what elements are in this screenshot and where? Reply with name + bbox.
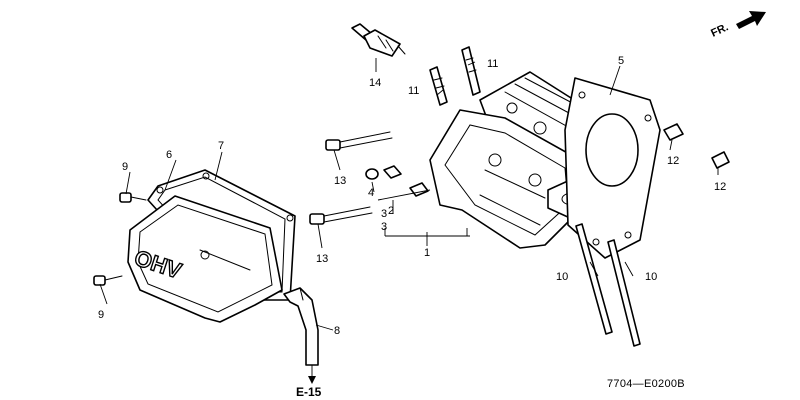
- front-direction-indicator: FR.: [709, 11, 766, 40]
- cap-upper: [663, 123, 684, 141]
- callout-10b: 10: [645, 271, 657, 283]
- callout-9b: 9: [98, 309, 104, 321]
- callout-10a: 10: [556, 271, 568, 283]
- callout-11b: 11: [487, 58, 498, 70]
- cap-lower: [711, 151, 730, 169]
- diagram-code: 7704—E0200B: [607, 378, 685, 390]
- push-rod-right: [607, 239, 641, 347]
- rocker-cover: OHV: [127, 195, 283, 323]
- leader-lines: [99, 58, 719, 331]
- dowel-pin-lower: [409, 182, 429, 197]
- reference-label: E-15: [296, 385, 322, 399]
- o-ring: [365, 168, 379, 180]
- callout-3a: 3: [381, 208, 387, 220]
- callout-13a: 13: [334, 175, 346, 187]
- stud-bolt-right: [461, 46, 481, 96]
- breather-tube: [283, 287, 319, 384]
- callout-6: 6: [166, 149, 172, 161]
- cover-bolt-upper: [119, 192, 147, 203]
- push-rod-left: [575, 223, 613, 335]
- callout-14: 14: [369, 77, 381, 89]
- callout-4: 4: [368, 187, 374, 199]
- callout-7: 7: [218, 140, 224, 152]
- arrow-icon: [736, 11, 766, 29]
- spark-plug: [351, 23, 406, 57]
- callout-1: 1: [424, 247, 430, 259]
- callout-9a: 9: [122, 161, 128, 173]
- callout-13b: 13: [316, 253, 328, 265]
- cover-bolt-lower: [93, 275, 123, 286]
- callout-3b: 3: [381, 221, 387, 233]
- callout-5: 5: [618, 55, 624, 67]
- dowel-pin-upper: [383, 165, 402, 179]
- callout-12a: 12: [667, 155, 679, 167]
- head-bolt-lower: [309, 206, 373, 225]
- callout-11a: 11: [408, 85, 419, 97]
- direction-label: FR.: [709, 21, 730, 39]
- head-gasket: [564, 77, 661, 259]
- callout-12b: 12: [714, 181, 726, 193]
- callout-2: 2: [388, 205, 394, 217]
- stud-bolt-left: [429, 66, 448, 106]
- head-bolt-upper: [325, 131, 393, 151]
- callout-8: 8: [334, 325, 340, 337]
